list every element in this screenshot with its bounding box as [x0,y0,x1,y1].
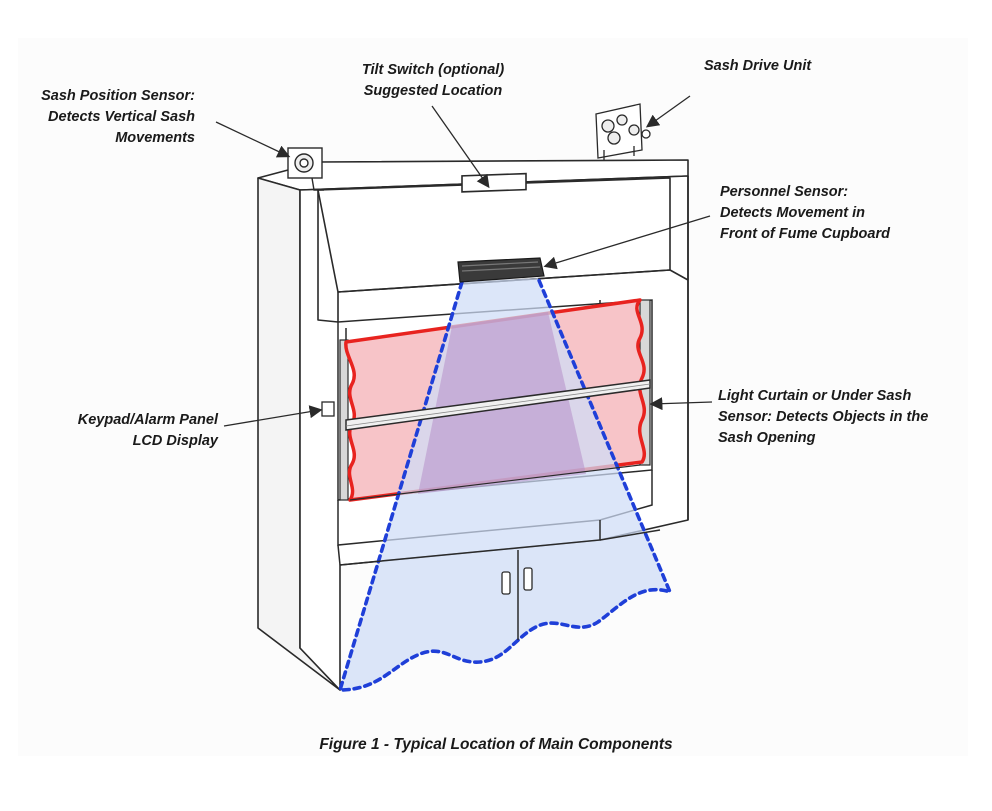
sash-bar [345,379,651,431]
label-sash-position-sensor: Sash Position Sensor: Detects Vertical S… [41,88,195,146]
personnel-sensor [457,257,545,283]
label-sash-drive-unit: Sash Drive Unit [704,58,812,74]
arrow-sash-position-sensor [215,121,291,158]
detection-zone-outline [337,276,674,692]
arrow-keypad [223,405,323,427]
label-personnel-sensor: Personnel Sensor: Detects Movement in Fr… [720,184,890,242]
label-keypad-alarm-panel: Keypad/Alarm Panel LCD Display [77,412,218,449]
detection-zone-area [340,278,670,690]
label-light-curtain: Light Curtain or Under Sash Sensor: Dete… [718,388,929,446]
hood-fascia [317,177,689,323]
door-handles [501,567,533,595]
tilt-switch [461,172,527,193]
keypad-alarm-panel [321,401,335,417]
sash-position-sensor [287,147,324,191]
label-tilt-switch: Tilt Switch (optional) Suggested Locatio… [361,62,505,99]
lower-cabinet [339,520,661,640]
arrow-light-curtain [649,397,713,411]
arrow-sash-drive-unit [645,95,691,128]
arrow-personnel-sensor [543,215,711,270]
figure-caption: Figure 1 - Typical Location of Main Comp… [319,736,673,753]
sash-drive-unit [595,103,651,160]
leader-lines [215,95,713,427]
arrow-tilt-switch [431,105,490,189]
